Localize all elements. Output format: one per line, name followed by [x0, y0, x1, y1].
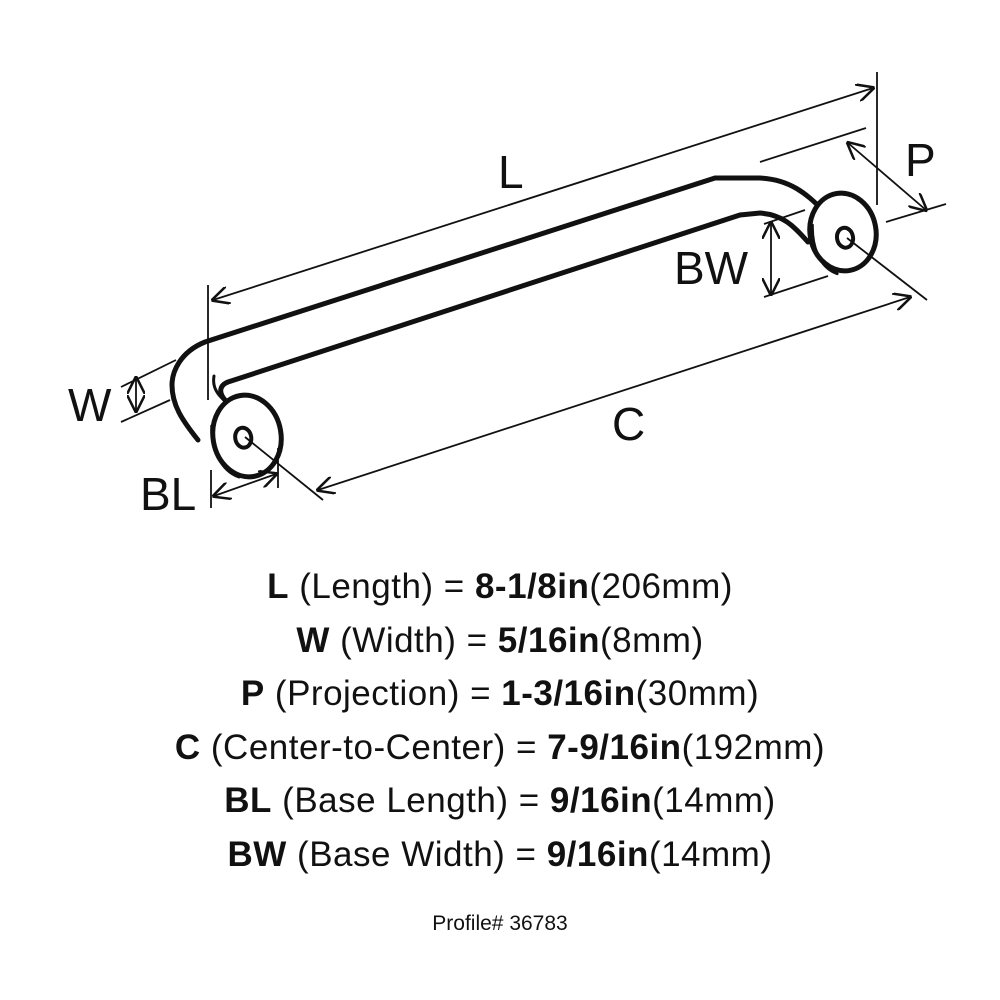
- left-base: [210, 392, 284, 480]
- pull-handle: [169, 175, 879, 480]
- spec-key: P: [240, 674, 265, 713]
- spec-projection: P (Projection) = 1-3/16in(30mm): [0, 667, 1000, 721]
- spec-desc: (Length) =: [288, 567, 475, 606]
- l-dimension: [213, 88, 873, 300]
- spec-imperial: 9/16in: [546, 834, 649, 874]
- spec-key: BL: [224, 781, 272, 820]
- specifications-list: L (Length) = 8-1/8in(206mm) W (Width) = …: [0, 560, 1000, 881]
- c-dimension: [318, 297, 910, 490]
- spec-metric: (30mm): [635, 674, 760, 713]
- spec-metric: (192mm): [681, 727, 826, 767]
- label-l: L: [498, 146, 524, 198]
- spec-imperial: 8-1/8in: [474, 567, 590, 606]
- spec-desc: (Projection) =: [264, 674, 502, 713]
- bl-dimension: [214, 474, 276, 496]
- handle-dimension-diagram: L P BW W C BL: [68, 72, 947, 520]
- p-dimension: [848, 143, 926, 210]
- spec-metric: (8mm): [600, 620, 704, 660]
- dimension-lines: [120, 72, 947, 508]
- label-p: P: [905, 134, 936, 186]
- spec-base-length: BL (Base Length) = 9/16in(14mm): [0, 774, 1000, 828]
- spec-center-to-center: C (Center-to-Center) = 7-9/16in(192mm): [0, 721, 1000, 775]
- spec-key: BW: [227, 834, 287, 874]
- label-w: W: [68, 379, 112, 431]
- spec-base-width: BW (Base Width) = 9/16in(14mm): [0, 828, 1000, 882]
- spec-length: L (Length) = 8-1/8in(206mm): [0, 560, 1000, 614]
- spec-metric: (206mm): [589, 567, 733, 606]
- spec-key: L: [267, 567, 289, 606]
- spec-desc: (Base Length) =: [271, 781, 550, 820]
- spec-imperial: 5/16in: [497, 620, 601, 660]
- spec-desc: (Width) =: [329, 620, 498, 660]
- profile-number: Profile# 36783: [432, 912, 568, 935]
- spec-imperial: 9/16in: [549, 781, 653, 820]
- spec-metric: (14mm): [648, 834, 773, 874]
- label-bl: BL: [140, 468, 196, 520]
- spec-desc: (Center-to-Center) =: [200, 727, 548, 767]
- spec-imperial: 1-3/16in: [501, 674, 636, 713]
- spec-key: C: [174, 727, 201, 767]
- spec-metric: (14mm): [652, 781, 776, 820]
- label-c: C: [612, 398, 645, 450]
- label-bw: BW: [674, 242, 749, 294]
- spec-imperial: 7-9/16in: [547, 727, 682, 767]
- spec-desc: (Base Width) =: [286, 834, 547, 874]
- spec-width: W (Width) = 5/16in(8mm): [0, 614, 1000, 668]
- spec-key: W: [296, 620, 330, 660]
